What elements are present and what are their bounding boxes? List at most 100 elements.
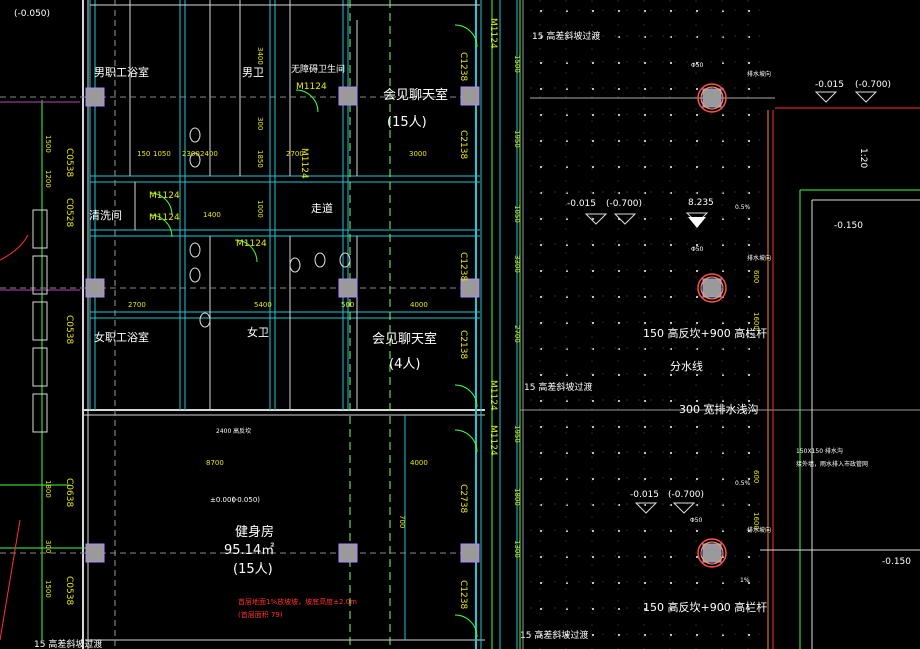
left-window-394 — [32, 393, 48, 433]
grid-dot — [696, 114, 698, 116]
left-window-348 — [32, 347, 48, 387]
note-curb-bottom: 150 高反坎+900 高栏杆 — [643, 601, 768, 614]
grid-dot — [644, 400, 646, 402]
level-triangle-6 — [854, 91, 878, 103]
grid-dot — [696, 452, 698, 454]
grid-dot — [748, 426, 750, 428]
grid-dot — [670, 88, 672, 90]
fixture-6 — [314, 252, 326, 268]
grid-dot — [696, 608, 698, 610]
grid-dot — [722, 348, 724, 350]
door-swing-3 — [295, 89, 319, 113]
grid-dot — [696, 88, 698, 90]
grid-dot — [748, 452, 750, 454]
note-ramp-bottom: 15 高差斜坡过渡 — [520, 631, 589, 641]
door-swing-7 — [454, 614, 478, 638]
dim-2700: 2700 — [286, 150, 304, 158]
grid-dot — [540, 114, 542, 116]
grid-dot — [644, 10, 646, 12]
room-meeting-a: 会见聊天室 — [383, 88, 449, 103]
grid-dot — [670, 270, 672, 272]
grid-dot — [540, 634, 542, 636]
grid-dot — [696, 634, 698, 636]
column-3 — [85, 278, 105, 298]
grid-dot — [566, 348, 568, 350]
grid-dot — [566, 530, 568, 532]
grid-dot — [566, 426, 568, 428]
grid-dot — [618, 270, 620, 272]
grid-dot — [748, 166, 750, 168]
grid-dot — [670, 36, 672, 38]
note-small: 2400 高反坎 — [216, 428, 252, 435]
grid-dot — [618, 36, 620, 38]
room-male-staff-bath: 男职工浴室 — [94, 66, 149, 79]
dim-1950: 1950 — [513, 130, 521, 148]
grid-dot — [748, 36, 750, 38]
grid-dot — [540, 530, 542, 532]
grid-dot — [566, 270, 568, 272]
dim-2300: 2300 — [182, 150, 200, 158]
grid-dot — [592, 244, 594, 246]
slope-b: 0.5% — [735, 480, 751, 487]
window-tag-3: C1238 — [458, 252, 468, 282]
grid-dot — [670, 62, 672, 64]
note-ramp-top: 15 高差斜坡过渡 — [532, 32, 601, 42]
grid-dot — [670, 244, 672, 246]
dim-1600b: 1600 — [752, 512, 760, 530]
window-tag-left-3: C0538 — [64, 315, 74, 345]
level-gym-b: (-0.050) — [232, 496, 261, 504]
grid-dot — [618, 322, 620, 324]
grid-dot — [748, 608, 750, 610]
grid-dot — [696, 36, 698, 38]
grid-dot — [644, 36, 646, 38]
grid-dot — [748, 244, 750, 246]
grid-dot — [644, 218, 646, 220]
grid-dot — [592, 296, 594, 298]
grid-dot — [722, 530, 724, 532]
grid-dot — [618, 140, 620, 142]
grid-dot — [618, 88, 620, 90]
grid-dot — [748, 192, 750, 194]
grid-dot — [722, 452, 724, 454]
room-female-toilet: 女卫 — [247, 326, 269, 339]
grid-dot — [722, 582, 724, 584]
level-1b: (-0.700) — [855, 80, 892, 90]
grid-dot — [644, 556, 646, 558]
fixture-3 — [189, 267, 201, 283]
grid-dot — [722, 374, 724, 376]
grid-dot — [540, 452, 542, 454]
room-accessible-toilet: 无障碍卫生间 — [291, 65, 346, 75]
grid-dot — [722, 62, 724, 64]
grid-dot — [540, 426, 542, 428]
grid-dot — [540, 556, 542, 558]
grid-dot — [748, 504, 750, 506]
grid-dot — [644, 322, 646, 324]
grid-dot — [696, 426, 698, 428]
grid-dot — [540, 244, 542, 246]
dim-1800: 1800 — [44, 480, 52, 498]
grid-dot — [618, 166, 620, 168]
grid-dot — [566, 504, 568, 506]
grid-dot — [670, 114, 672, 116]
window-tag-5: C2738 — [458, 484, 468, 514]
grid-dot — [722, 192, 724, 194]
note-side: 150X150 排水沟 — [796, 448, 843, 455]
grid-dot — [696, 348, 698, 350]
column-2 — [460, 86, 480, 106]
grid-dot — [592, 166, 594, 168]
grid-dot — [540, 62, 542, 64]
dim-4000b: 4000 — [410, 459, 428, 467]
grid-dot — [748, 478, 750, 480]
level-triangle-0 — [584, 213, 608, 225]
drain-ring-1 — [700, 276, 724, 300]
grid-dot — [566, 634, 568, 636]
grid-dot — [748, 140, 750, 142]
grid-dot — [618, 452, 620, 454]
column-4 — [338, 278, 358, 298]
grid-dot — [670, 192, 672, 194]
dim-600b: 600 — [752, 470, 760, 484]
grid-dot — [696, 296, 698, 298]
level-triangle-5 — [814, 91, 838, 103]
grid-dot — [566, 140, 568, 142]
